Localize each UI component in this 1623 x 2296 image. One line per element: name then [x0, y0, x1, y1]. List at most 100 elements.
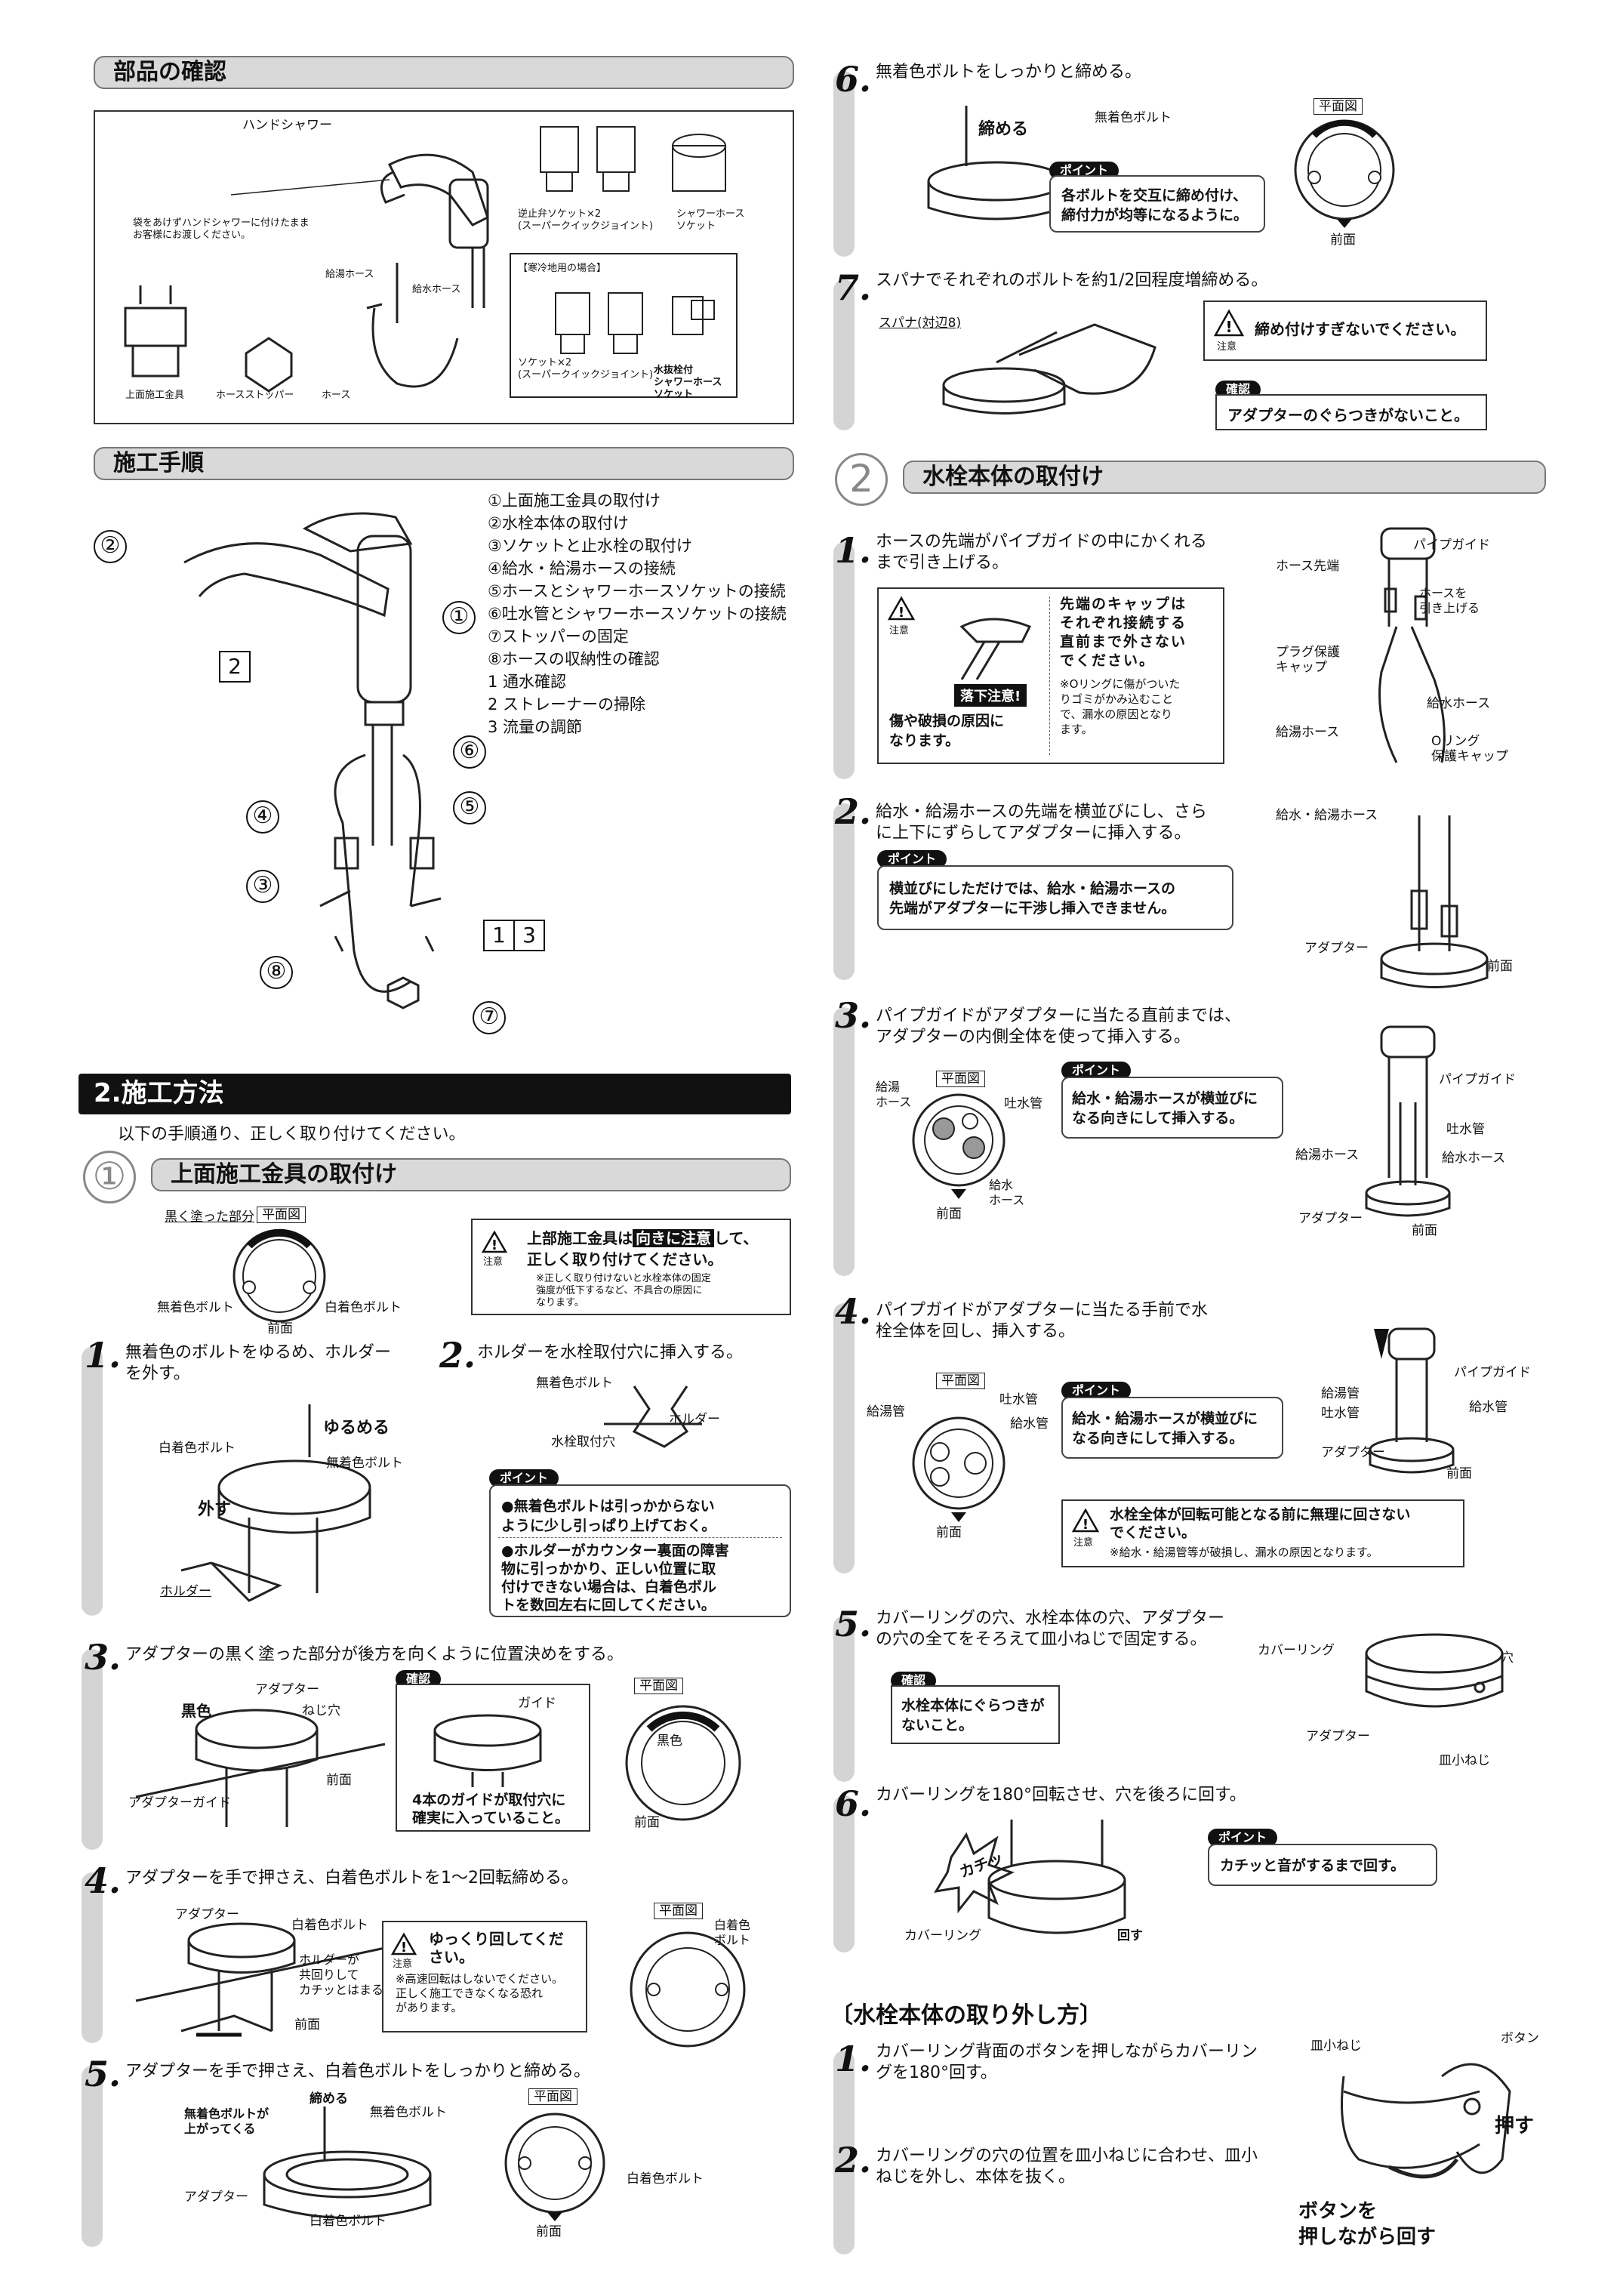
- white-bolt-label-s5: 白着色ボルト: [310, 2214, 387, 2229]
- b4-cold-label: 給水管: [1010, 1416, 1049, 1432]
- white-bolt-label-s1: 白着色ボルト: [159, 1441, 236, 1456]
- unplated-bolt-label-s5: 無着色ボルト: [370, 2105, 447, 2120]
- b3-adapter-label: アダプター: [1298, 1211, 1363, 1226]
- step-5-bar: [82, 2066, 103, 2247]
- step-2-drawing: [604, 1385, 702, 1448]
- procedure-item: ①上面施工金具の取付け: [488, 492, 661, 510]
- hose-label: ホース: [322, 390, 351, 401]
- front-label: 前面: [267, 1321, 293, 1336]
- b1-plug-label: プラグ保護 キャップ: [1276, 645, 1340, 675]
- b5-hole-label: 穴: [1501, 1650, 1514, 1666]
- callout-7: ⑦: [473, 1001, 506, 1034]
- procedure-item: ⑥吐水管とシャワーホースソケットの接続: [488, 605, 787, 623]
- b1-warn-text: 先端のキャップは それぞれ接続する 直前まで外さない でください。: [1060, 596, 1187, 669]
- hose-stopper-label: ホースストッパー: [216, 390, 294, 401]
- b5-cover-label: カバーリング: [1258, 1643, 1335, 1658]
- step-6-text-right: 無着色ボルトをしっかりと締める。: [876, 63, 1142, 82]
- step-1-bar: [82, 1347, 103, 1616]
- step-7-warn-text: 締め付けすぎないでください。: [1255, 320, 1466, 338]
- holder-turn-label: ホルダーが 共回りして カチッとはまる: [299, 1952, 384, 1997]
- shower-hose-socket-label: シャワーホース ソケット: [676, 208, 745, 232]
- adapter-guide-label: アダプターガイド: [128, 1795, 231, 1811]
- step-number: 1.: [835, 2039, 872, 2079]
- b4-warn-note: ※給水・給湯管等が破損し、漏水の原因となります。: [1110, 1546, 1378, 1559]
- b4-right-drawing: [1369, 1327, 1455, 1474]
- step-number: 6.: [835, 1783, 872, 1824]
- b2-hoses-label: 給水・給湯ホース: [1276, 808, 1378, 823]
- b1-right-drawing: [1378, 527, 1446, 763]
- b5-confirm-text: 水栓本体にぐらつきが ないこと。: [901, 1697, 1045, 1734]
- b1-text: ホースの先端がパイプガイドの中にかくれる まで引き上げる。: [876, 532, 1207, 572]
- rising-label: 無着色ボルトが 上がってくる: [184, 2106, 269, 2136]
- drop-warning-badge: 落下注意!: [954, 684, 1027, 707]
- step-7-drawing: [942, 323, 1156, 415]
- step-1-drawing: [180, 1404, 371, 1602]
- b3-hot-label: 給湯 ホース: [876, 1080, 912, 1109]
- b4-warning-box: ! 注意 水栓全体が回転可能となる前に無理に回さない でください。 ※給水・給湯…: [1061, 1499, 1464, 1567]
- step-6-bar: [833, 71, 855, 257]
- callout-8: ⑧: [260, 956, 293, 989]
- parts-box: ハンドシャワー 袋をあけずハンドシャワーに付けたまま お客様にお渡しください。 …: [94, 110, 794, 424]
- b2-front-label: 前面: [1487, 959, 1513, 974]
- r2-text: カバーリングの穴の位置を皿小ねじに合わせ、皿小 ねじを外し、本体を抜く。: [876, 2147, 1258, 2187]
- step-number: 4.: [85, 1860, 122, 1901]
- plan-label-s3: 平面図: [634, 1678, 683, 1694]
- top-bracket-label: 上面施工金具: [125, 390, 185, 401]
- front-label-s3: 前面: [326, 1773, 352, 1788]
- step-3-bar: [82, 1649, 103, 1850]
- callout-6: ⑥: [453, 735, 486, 769]
- step-1-text: 無着色のボルトをゆるめ、ホルダー を外す。: [125, 1343, 392, 1383]
- b4-bar: [833, 1303, 855, 1573]
- step-4-drawing: [135, 1922, 386, 2037]
- warning-triangle-icon: !: [887, 596, 916, 621]
- b4-hot2-label: 給湯管: [1321, 1386, 1360, 1401]
- point-item-2: ●ホルダーがカウンター裏面の障害 物に引っかかり、正しい位置に取 付けできない場…: [501, 1542, 729, 1613]
- method-intro: 以下の手順通り、正しく取り付けてください。: [118, 1125, 466, 1144]
- warn-highlight: 向きに注意: [633, 1229, 714, 1247]
- callout-1: ①: [442, 601, 476, 634]
- b3-point-text: 給水・給湯ホースが横並びに なる向きにして挿入する。: [1072, 1090, 1258, 1126]
- b3-bar: [833, 1007, 855, 1276]
- svg-text:!: !: [1083, 1517, 1089, 1533]
- step-number: 3.: [85, 1637, 122, 1678]
- step-4-warn: ゆっくり回してくだ さい。: [429, 1930, 564, 1966]
- check-socket-label: 逆止弁ソケット×2 (スーパークイックジョイント): [518, 208, 654, 232]
- spanner-label: スパナ(対辺8): [879, 316, 962, 331]
- front-label-s5: 前面: [536, 2224, 562, 2239]
- guide-drawing: [433, 1714, 542, 1787]
- r1-bar: [833, 2051, 855, 2254]
- step-number: 5.: [835, 1604, 872, 1644]
- black-label-s3: 黒色: [181, 1702, 211, 1720]
- faucet-parts-drawing: [124, 126, 738, 398]
- step-4-warning-box: ! 注意 ゆっくり回してくだ さい。 ※高速回転はしないでください。 正しく施工…: [382, 1921, 587, 2032]
- b3-right-drawing: [1365, 1025, 1451, 1217]
- hand-shower-label: ハンドシャワー: [242, 118, 332, 133]
- procedure-item: ③ソケットと止水栓の取付け: [488, 537, 692, 555]
- b3-cold2-label: 給水ホース: [1442, 1151, 1506, 1166]
- hole-label-s2: 水栓取付穴: [551, 1435, 615, 1450]
- b2-drawing: [1380, 815, 1489, 988]
- step-6-point-text: 各ボルトを交互に締め付け、 締付力が均等になるように。: [1061, 187, 1249, 223]
- b1-hose-drawing: [959, 618, 1032, 680]
- unplated-bolt-label: 無着色ボルト: [157, 1300, 234, 1315]
- screw-hole-label: ねじ穴: [302, 1703, 340, 1718]
- point-item-1: ●無着色ボルトは引っかからない ように少し引っぱり上げておく。: [501, 1498, 716, 1534]
- cold-region-label: 【寒冷地用の場合】: [518, 263, 607, 274]
- removal-button-label: ボタン: [1501, 2031, 1539, 2046]
- plan-view-3: [625, 1705, 741, 1821]
- step-4-text: アダプターを手で押さえ、白着色ボルトを1〜2回転締める。: [125, 1869, 578, 1888]
- b3-pipe-guide-label: パイプガイド: [1439, 1072, 1516, 1087]
- removal-turn-label: ボタンを 押しながら回す: [1298, 2200, 1437, 2248]
- b4-adapter-label: アダプター: [1321, 1445, 1385, 1460]
- caution-label: 注意: [483, 1256, 504, 1268]
- step-3-drawing: [135, 1709, 386, 1827]
- svg-text:!: !: [491, 1237, 497, 1253]
- b1-oring-label: Oリング 保護キャップ: [1431, 734, 1508, 764]
- callout-4: ④: [246, 800, 279, 834]
- step-2-text: ホルダーを水栓取付穴に挿入する。: [477, 1343, 744, 1362]
- callout-box-3: 3: [513, 920, 545, 951]
- caution-label: 注意: [393, 1959, 413, 1970]
- adapter-label-s4: アダプター: [175, 1907, 239, 1922]
- tighten-label-s5: 締める: [310, 2091, 348, 2106]
- b4-point-text: 給水・給湯ホースが横並びに なる向きにして挿入する。: [1072, 1410, 1258, 1447]
